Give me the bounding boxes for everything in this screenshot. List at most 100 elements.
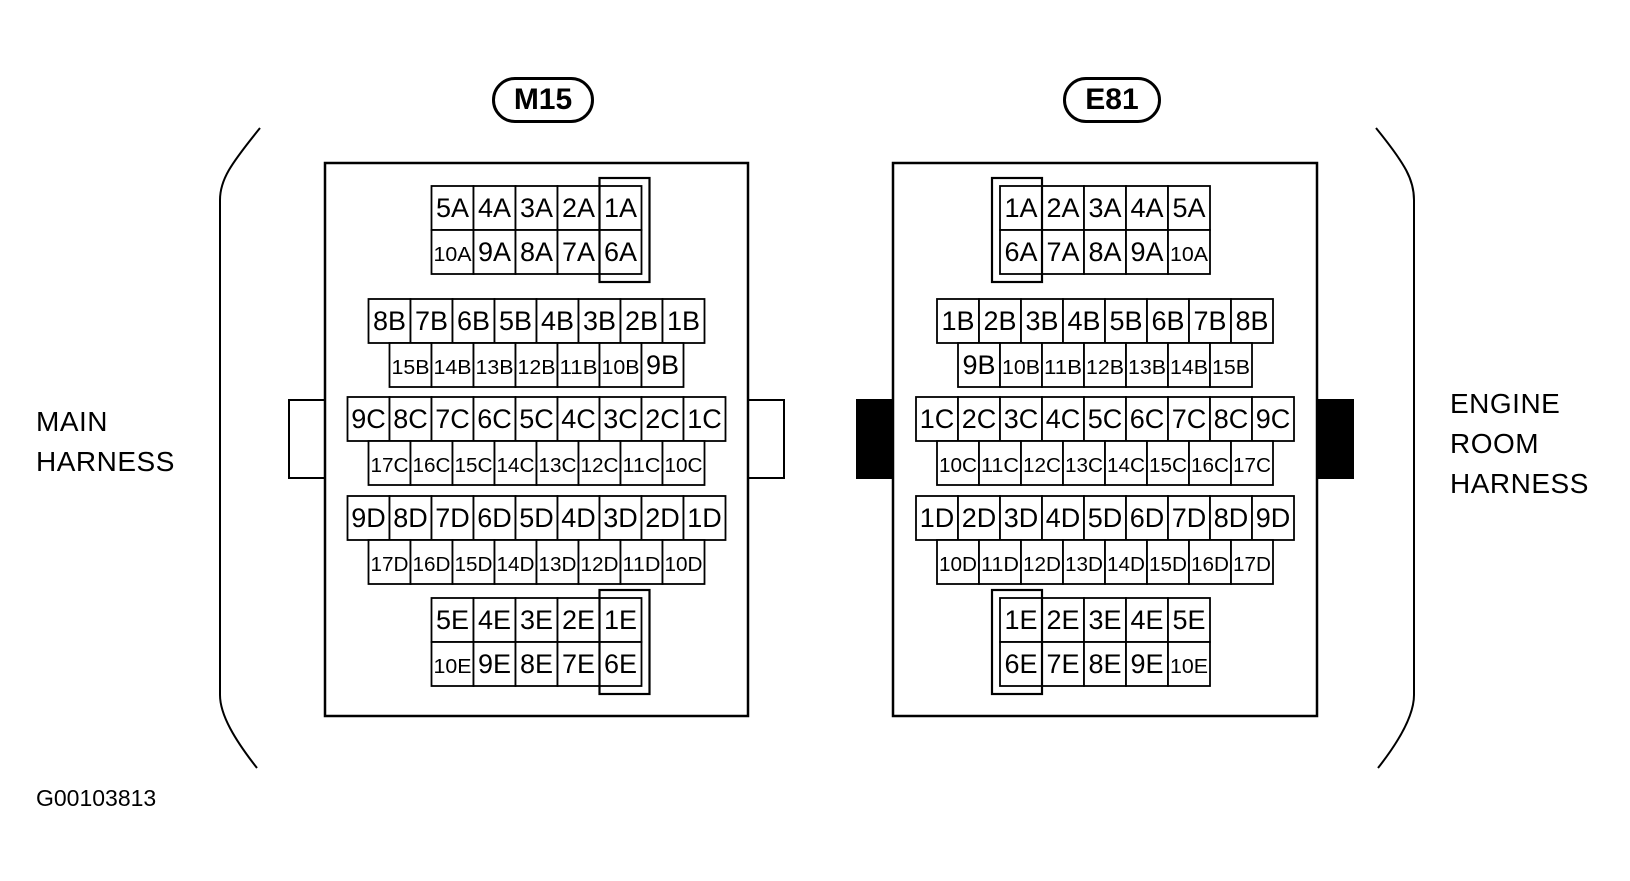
pin-label-m15: 13D bbox=[539, 554, 577, 576]
pin-cell-m15 bbox=[535, 539, 580, 585]
pin-cell-e81 bbox=[1104, 539, 1148, 585]
pin-label-e81: 2B bbox=[983, 306, 1016, 336]
pin-cell-e81 bbox=[1062, 440, 1106, 486]
pin-label-e81: 8A bbox=[1088, 237, 1121, 267]
main-harness-label-line2: HARNESS bbox=[36, 446, 175, 477]
pin-label-m15: 6E bbox=[604, 649, 637, 679]
pin-cell-e81 bbox=[1041, 495, 1085, 541]
pin-label-e81: 13C bbox=[1065, 455, 1103, 477]
pin-label-e81: 4E bbox=[1130, 605, 1163, 635]
pin-label-e81: 11C bbox=[981, 455, 1019, 477]
pin-label-e81: 15D bbox=[1149, 554, 1187, 576]
pin-label-e81: 6B bbox=[1151, 306, 1184, 336]
pin-cell-e81 bbox=[978, 440, 1022, 486]
pin-label-m15: 2A bbox=[562, 193, 595, 223]
pin-cell-m15 bbox=[430, 597, 475, 643]
pin-cell-e81 bbox=[957, 342, 1001, 388]
pin-cell-m15 bbox=[598, 641, 643, 687]
key-pin-frame-e81 bbox=[990, 176, 1044, 284]
pin-cell-e81 bbox=[1188, 298, 1232, 344]
pin-cell-e81 bbox=[1188, 539, 1232, 585]
pin-cell-e81 bbox=[1083, 597, 1127, 643]
pin-label-e81: 16D bbox=[1191, 554, 1229, 576]
pin-label-e81: 6C bbox=[1130, 404, 1165, 434]
connector-id-badge-e81: E81 bbox=[1063, 77, 1161, 123]
pin-label-m15: 10B bbox=[602, 357, 640, 379]
pin-label-e81: 12D bbox=[1023, 554, 1061, 576]
pin-label-e81: 6D bbox=[1130, 503, 1165, 533]
pin-cell-e81 bbox=[1167, 597, 1211, 643]
pin-cell-m15 bbox=[367, 539, 412, 585]
pin-label-m15: 16D bbox=[413, 554, 451, 576]
pin-label-m15: 14D bbox=[497, 554, 535, 576]
pin-label-e81: 8B bbox=[1235, 306, 1268, 336]
pin-label-e81: 10B bbox=[1002, 357, 1040, 379]
pin-label-e81: 7C bbox=[1172, 404, 1207, 434]
pin-label-e81: 7E bbox=[1046, 649, 1079, 679]
pin-label-e81: 3D bbox=[1004, 503, 1039, 533]
pin-label-m15: 8D bbox=[393, 503, 428, 533]
pin-label-e81: 2E bbox=[1046, 605, 1079, 635]
pin-cell-m15 bbox=[430, 229, 475, 275]
pin-label-m15: 11B bbox=[560, 357, 598, 379]
pin-cell-m15 bbox=[598, 597, 643, 643]
pin-label-e81: 2C bbox=[962, 404, 997, 434]
pin-label-m15: 12C bbox=[581, 455, 619, 477]
pin-label-e81: 2A bbox=[1046, 193, 1079, 223]
pin-label-e81: 1B bbox=[941, 306, 974, 336]
pin-cell-e81 bbox=[1125, 229, 1169, 275]
pin-cell-e81 bbox=[1104, 440, 1148, 486]
pin-label-e81: 6A bbox=[1004, 237, 1037, 267]
pin-cell-e81 bbox=[1125, 185, 1169, 231]
pin-cell-e81 bbox=[1167, 495, 1211, 541]
pin-label-m15: 3D bbox=[603, 503, 638, 533]
pin-cell-m15 bbox=[472, 396, 517, 442]
pin-label-e81: 15B bbox=[1212, 357, 1250, 379]
pin-cell-m15 bbox=[682, 495, 727, 541]
pin-cell-e81 bbox=[1020, 539, 1064, 585]
pin-label-e81: 9D bbox=[1256, 503, 1291, 533]
pin-label-e81: 14C bbox=[1107, 455, 1145, 477]
pin-label-e81: 7D bbox=[1172, 503, 1207, 533]
pin-cell-e81 bbox=[1020, 440, 1064, 486]
pin-label-e81: 8E bbox=[1088, 649, 1121, 679]
pin-label-e81: 5E bbox=[1172, 605, 1205, 635]
pin-cell-e81 bbox=[1230, 539, 1274, 585]
pin-label-m15: 8A bbox=[520, 237, 553, 267]
pin-label-e81: 5A bbox=[1172, 193, 1205, 223]
pin-label-m15: 7B bbox=[415, 306, 448, 336]
pin-label-e81: 12B bbox=[1086, 357, 1124, 379]
pin-label-m15: 7E bbox=[562, 649, 595, 679]
pin-label-m15: 15B bbox=[392, 357, 430, 379]
pin-label-m15: 1A bbox=[604, 193, 637, 223]
pin-label-m15: 6B bbox=[457, 306, 490, 336]
pin-label-m15: 15C bbox=[455, 455, 493, 477]
pin-cell-m15 bbox=[535, 298, 580, 344]
pin-cell-e81 bbox=[1041, 342, 1085, 388]
pin-cell-m15 bbox=[682, 396, 727, 442]
pin-label-m15: 2B bbox=[625, 306, 658, 336]
pin-cell-m15 bbox=[661, 440, 706, 486]
pin-label-m15: 13C bbox=[539, 455, 577, 477]
pin-label-m15: 12B bbox=[518, 357, 556, 379]
pin-label-m15: 11C bbox=[623, 455, 661, 477]
pin-label-m15: 9A bbox=[478, 237, 511, 267]
connector-tab-m15-right bbox=[747, 399, 785, 479]
pin-label-e81: 9A bbox=[1130, 237, 1163, 267]
engine-room-harness-label: ENGINE ROOM HARNESS bbox=[1450, 384, 1589, 504]
pin-cell-e81 bbox=[1062, 298, 1106, 344]
pin-label-m15: 2E bbox=[562, 605, 595, 635]
pin-label-e81: 2D bbox=[962, 503, 997, 533]
pin-label-m15: 11D bbox=[623, 554, 661, 576]
pin-label-e81: 3E bbox=[1088, 605, 1121, 635]
pin-cell-e81 bbox=[1125, 597, 1169, 643]
pin-cell-m15 bbox=[577, 298, 622, 344]
pin-label-m15: 8E bbox=[520, 649, 553, 679]
pin-cell-e81 bbox=[1083, 396, 1127, 442]
pin-label-m15: 8C bbox=[393, 404, 428, 434]
pin-cell-e81 bbox=[1188, 440, 1232, 486]
pin-label-m15: 17C bbox=[371, 455, 409, 477]
connector-tab-m15-left bbox=[288, 399, 326, 479]
pin-label-m15: 3A bbox=[520, 193, 553, 223]
pin-label-m15: 7C bbox=[435, 404, 470, 434]
